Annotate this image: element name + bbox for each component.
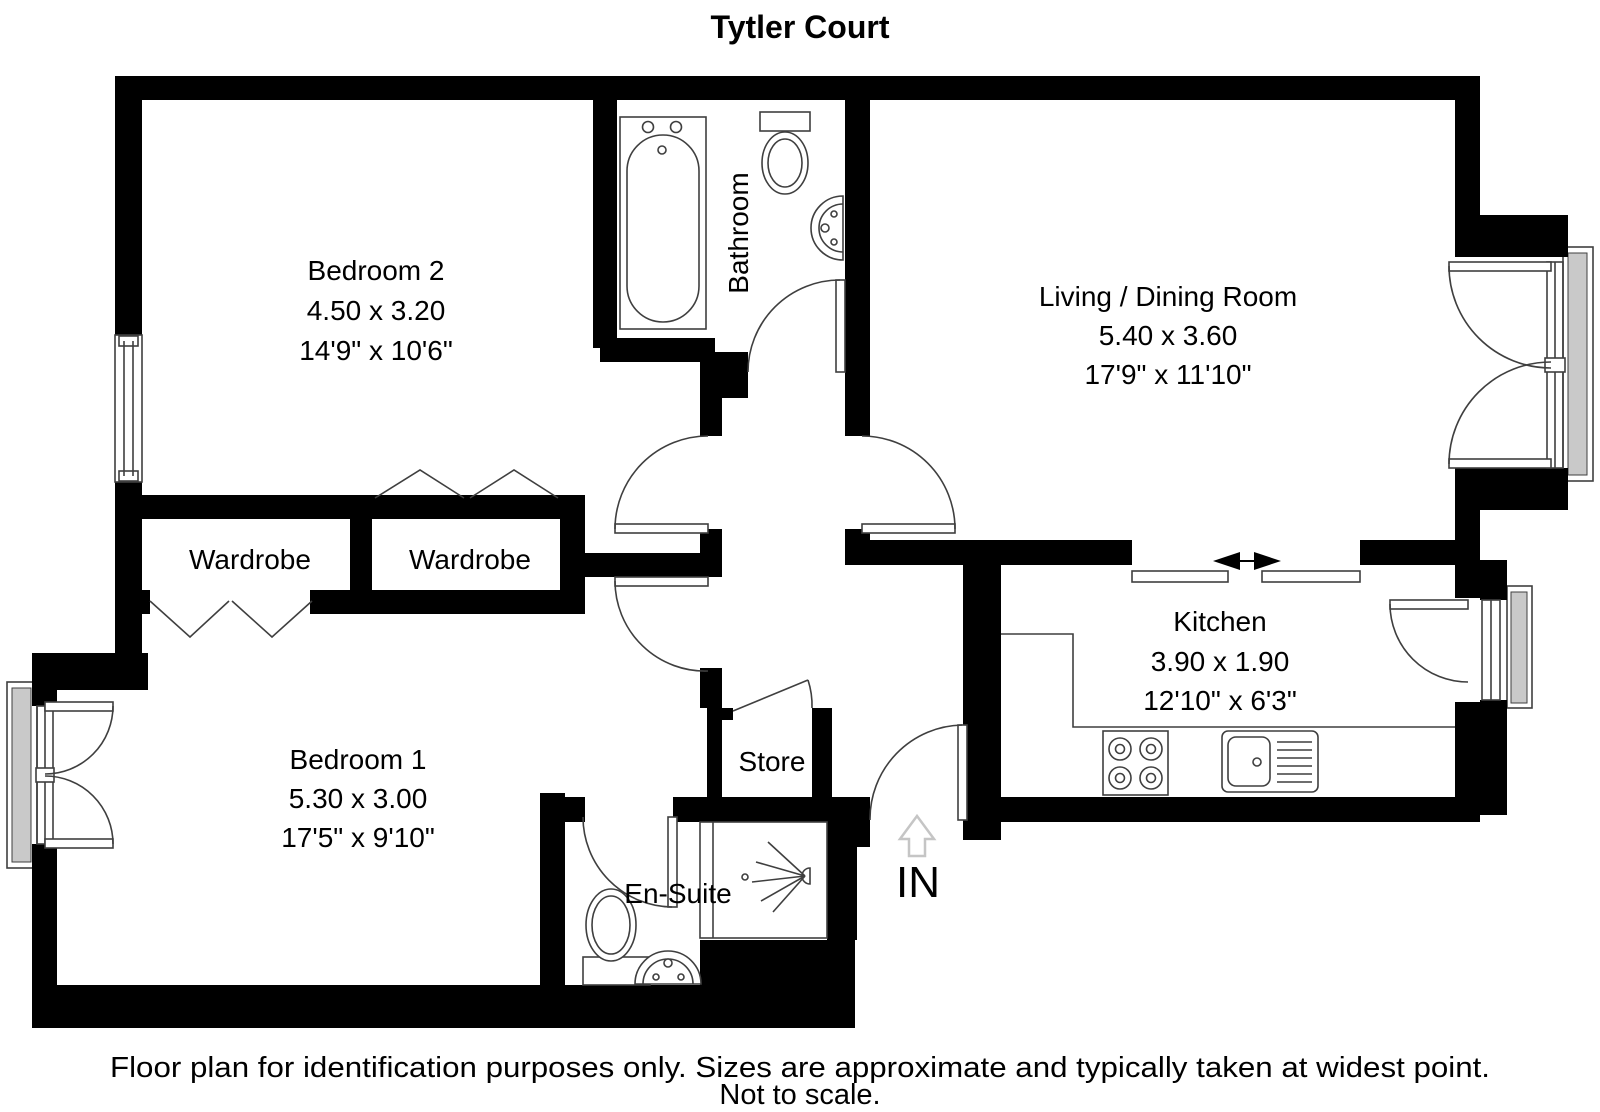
wall-wardrobe-bottom-right xyxy=(310,590,585,614)
window-bedroom2 xyxy=(114,334,143,483)
wall-store-right xyxy=(812,708,832,797)
room-name: Bedroom 1 xyxy=(290,744,427,775)
wall-right-jut-top xyxy=(1455,215,1568,257)
label-bathroom: Bathroom xyxy=(723,172,754,293)
door-ensuite xyxy=(582,816,678,908)
balcony-living-room xyxy=(1562,246,1594,482)
kitchen-door-window xyxy=(1389,599,1501,701)
wall-wardrobe-divider xyxy=(350,495,372,614)
plan-title: Tytler Court xyxy=(711,9,890,45)
ensuite-toilet xyxy=(582,888,651,986)
french-doors-bedroom1 xyxy=(35,701,114,849)
room-name: Kitchen xyxy=(1173,606,1266,637)
label-wardrobe-left: Wardrobe xyxy=(189,544,311,575)
wall-right-lower xyxy=(1455,702,1480,822)
wall-wardrobe-bottom-left-stub xyxy=(115,590,150,614)
wall-shower-right xyxy=(827,822,857,940)
wall-hall-band xyxy=(563,553,720,577)
room-size-imperial: 17'5" x 9'10" xyxy=(281,822,435,853)
sliding-door-kitchen xyxy=(1131,552,1361,583)
room-size-imperial: 17'9" x 11'10" xyxy=(1084,359,1251,390)
ensuite-shower xyxy=(699,821,828,939)
label-bedroom2: Bedroom 2 4.50 x 3.20 14'9" x 10'6" xyxy=(299,255,453,366)
kitchen-sink xyxy=(1221,730,1319,793)
wall-living-left xyxy=(845,100,870,436)
wall-shower-bottom-block xyxy=(700,940,855,1028)
wall-living-bottom-left xyxy=(845,540,1132,565)
slide-arrow-right-icon xyxy=(1254,552,1281,570)
slide-arrow-left-icon xyxy=(1213,552,1240,570)
room-size-metric: 4.50 x 3.20 xyxy=(307,295,446,326)
wardrobe-bifold-doors xyxy=(149,469,559,639)
ensuite-basin xyxy=(634,950,702,985)
kitchen-exterior-landing xyxy=(1506,585,1533,709)
room-size-metric: 3.90 x 1.90 xyxy=(1151,646,1290,677)
balcony-bedroom1 xyxy=(6,681,38,869)
room-size-metric: 5.30 x 3.00 xyxy=(289,783,428,814)
wall-hall-left-corner xyxy=(700,529,722,577)
label-kitchen: Kitchen 3.90 x 1.90 12'10" x 6'3" xyxy=(1143,606,1297,716)
wall-step-out xyxy=(32,653,148,690)
wall-kitchen-jut-top xyxy=(1480,560,1507,600)
door-bedroom2 xyxy=(614,435,709,534)
room-name: Bedroom 2 xyxy=(308,255,445,286)
door-bathroom xyxy=(747,279,846,373)
label-store: Store xyxy=(739,746,806,777)
wall-kitchen-corner xyxy=(963,797,1001,840)
label-living-room: Living / Dining Room 5.40 x 3.60 17'9" x… xyxy=(1039,281,1297,390)
wall-kitchen-left xyxy=(963,565,1001,797)
room-size-imperial: 14'9" x 10'6" xyxy=(299,335,453,366)
wall-bathroom-bottom-left xyxy=(600,338,715,362)
wall-hall-left-stub xyxy=(700,668,722,708)
wall-store-left xyxy=(707,708,722,797)
wall-left-upper xyxy=(115,76,142,335)
bathroom-toilet xyxy=(759,111,811,195)
door-store xyxy=(732,679,813,712)
wall-store-door-jamb xyxy=(707,708,733,720)
room-name: Living / Dining Room xyxy=(1039,281,1297,312)
footer-not-to-scale: Not to scale. xyxy=(719,1079,880,1111)
wall-ensuite-top-right xyxy=(673,797,830,822)
wall-kitchen-jut-bottom xyxy=(1480,700,1507,815)
entrance-label: IN xyxy=(896,858,940,907)
door-bedroom1 xyxy=(614,576,709,672)
label-ensuite: En-Suite xyxy=(624,878,731,909)
kitchen-hob xyxy=(1102,730,1169,796)
door-living-room xyxy=(861,435,956,534)
wall-ensuite-left xyxy=(540,793,565,985)
wall-kitchen-bottom xyxy=(963,797,1480,822)
wall-bathroom-bottom-block xyxy=(700,352,748,398)
bathtub xyxy=(619,116,707,330)
room-size-metric: 5.40 x 3.60 xyxy=(1099,320,1238,351)
entrance-arrow-icon xyxy=(897,813,937,858)
kitchen-counter xyxy=(1001,633,1455,728)
room-size-imperial: 12'10" x 6'3" xyxy=(1143,685,1297,716)
bathroom-basin xyxy=(810,195,844,261)
wall-right-mid xyxy=(1455,510,1480,598)
wall-top xyxy=(115,76,1480,100)
wall-bathroom-left xyxy=(593,100,617,348)
wall-right-jut-bottom xyxy=(1455,468,1568,510)
wall-right-upper xyxy=(1455,76,1480,215)
walls xyxy=(32,76,1568,1028)
door-entrance xyxy=(869,724,968,821)
wall-bottom-left xyxy=(32,985,740,1028)
french-doors-living xyxy=(1448,261,1566,469)
label-wardrobe-right: Wardrobe xyxy=(409,544,531,575)
label-bedroom1: Bedroom 1 5.30 x 3.00 17'5" x 9'10" xyxy=(281,744,435,853)
wall-ensuite-top-left xyxy=(540,797,585,822)
footer-disclaimer: Floor plan for identification purposes o… xyxy=(110,1052,1490,1084)
